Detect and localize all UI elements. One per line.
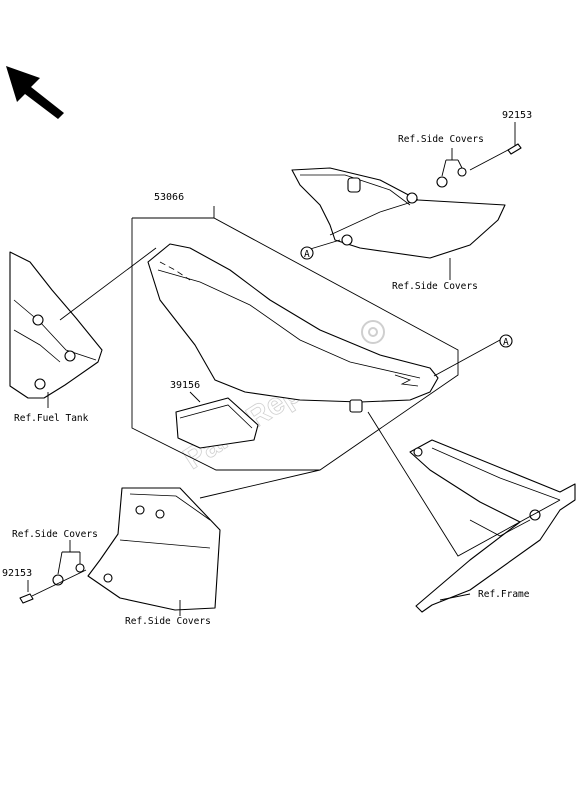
top-side-cover [291,167,506,259]
gear-icon [361,320,385,344]
part-number-92153-bottom: 92153 [2,568,32,579]
marker-a-top-circle [300,246,314,260]
direction-arrow-icon [6,66,64,119]
ref-side-covers-top-bolt: Ref.Side Covers [398,134,484,145]
top-bolt-group [436,122,522,188]
part-number-53066: 53066 [154,192,184,203]
part-number-39156: 39156 [170,380,200,391]
seat-pad [175,397,259,449]
fuel-tank-ref [9,251,103,399]
ref-side-covers-bottom: Ref.Side Covers [125,616,211,627]
bottom-bolt-group [19,540,87,604]
marker-a-top: A [304,249,310,260]
ref-side-covers-bottom-bolt: Ref.Side Covers [12,529,98,540]
part-number-92153-top: 92153 [502,110,532,121]
frame-ref [409,439,576,613]
marker-a-right-circle [499,334,513,348]
marker-a-right: A [503,337,509,348]
ref-side-covers-top: Ref.Side Covers [392,281,478,292]
seat [147,243,439,413]
bottom-side-cover [87,487,221,611]
assembly-outline [131,206,459,471]
ref-frame: Ref.Frame [478,589,530,600]
ref-fuel-tank: Ref.Fuel Tank [14,413,89,424]
